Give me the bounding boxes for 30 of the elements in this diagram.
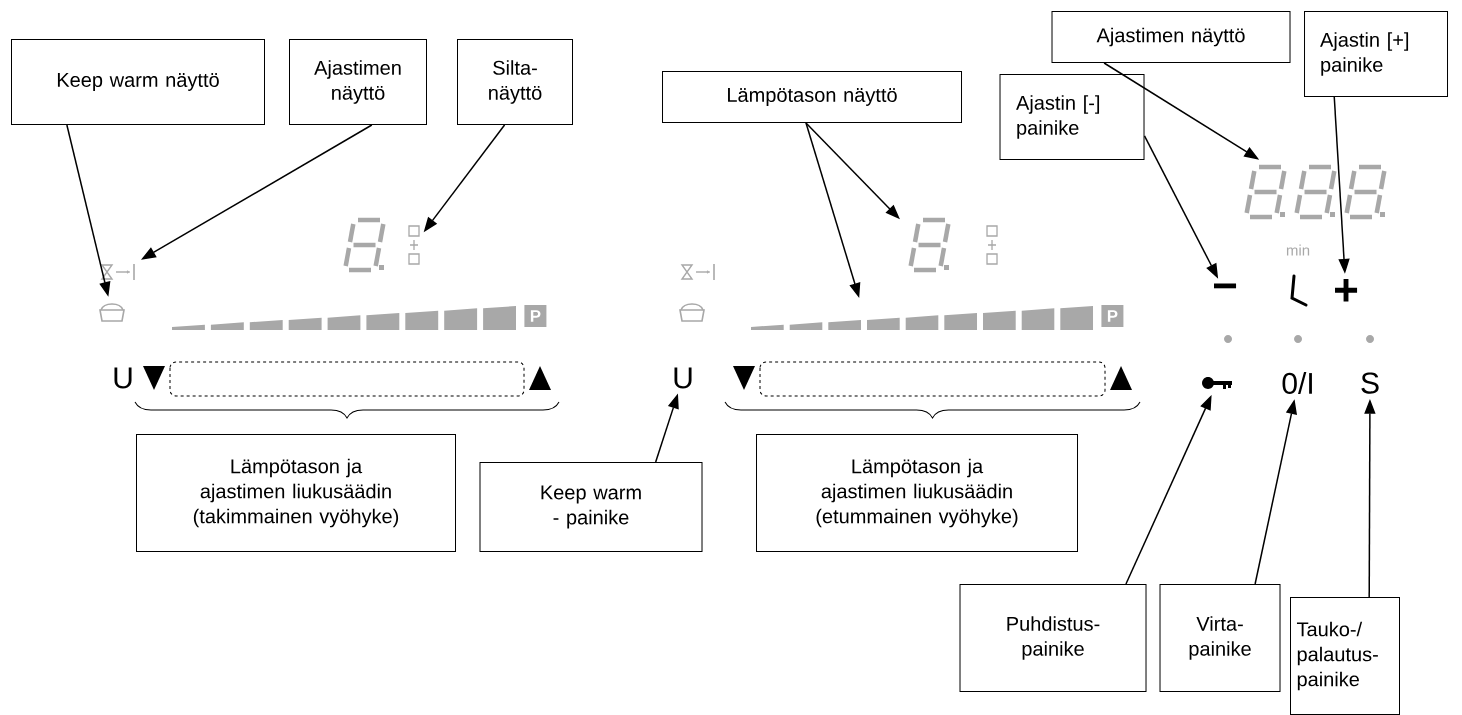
callout-box: Puhdistus- painike [959, 584, 1147, 692]
control-symbol: U [674, 367, 692, 389]
callout-box: Lämpötason ja ajastimen liukusäädin (etummainen vyöhyke) [756, 434, 1078, 552]
bridge-icon [408, 225, 420, 265]
control-symbol: S [1361, 372, 1379, 394]
callout-box: Tauko-/ palautus- painike [1290, 597, 1400, 715]
callout-box: Ajastin [+] painike [1304, 11, 1448, 97]
callout-box: Lämpötason ja ajastimen liukusäädin (takimmainen vyöhyke) [136, 434, 456, 552]
seven-segment-display [908, 217, 951, 273]
callout-box: Virta- painike [1159, 584, 1281, 692]
unit-label: min [1286, 244, 1310, 256]
pot-icon [99, 303, 125, 322]
indicator-sign: P [524, 305, 547, 327]
callout-box: Ajastin [-] painike [999, 74, 1145, 160]
seven-segment-display [1244, 164, 1387, 220]
control-symbol: − [1214, 283, 1237, 289]
key-icon [1202, 377, 1232, 389]
callout-box: Ajastimen näyttö [289, 39, 427, 125]
power-level-bar [751, 306, 1093, 330]
power-level-bar [172, 306, 516, 330]
mode-letter: U [114, 367, 132, 389]
timer-icon [100, 263, 135, 281]
control-symbol: 0/I [1282, 372, 1312, 395]
callout-box: Silta- näyttö [457, 39, 573, 125]
callout-box: Lämpötason näyttö [662, 71, 962, 123]
callout-box: Keep warm - painike [479, 462, 703, 552]
control-symbol: + [1335, 279, 1358, 302]
callout-box: Ajastimen näyttö [1051, 11, 1291, 63]
callout-box: Keep warm näyttö [11, 39, 265, 125]
indicator-sign: P [1101, 305, 1124, 327]
